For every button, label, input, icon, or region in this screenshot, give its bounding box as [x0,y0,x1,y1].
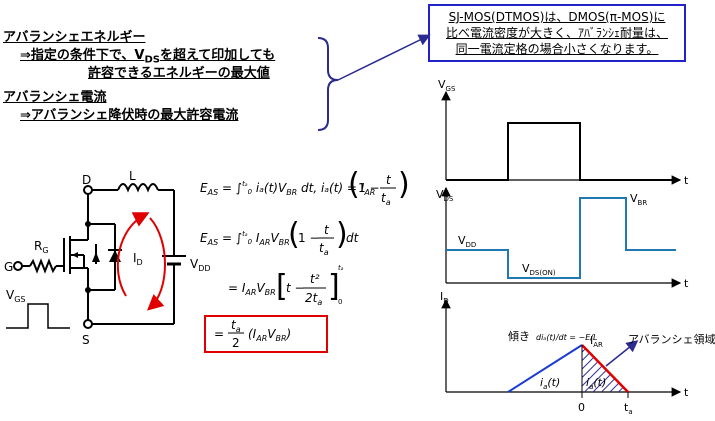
svg-text:): ) [336,217,348,252]
vgs-pulse [446,122,676,181]
avalanche-current-line: ⇒アバランシェ降伏時の最大許容電流 [20,108,239,123]
vbr-label: VBR [630,192,647,207]
source-label: S [82,333,90,347]
ta-label: ta [624,401,633,416]
svg-text:(: ( [288,217,300,252]
svg-text:2ta: 2ta [305,291,322,307]
junction-bottom [85,287,91,293]
zero-label: 0 [578,401,585,414]
svg-text:t: t [324,223,330,237]
svg-text:): ) [398,167,410,202]
svg-text:1 −: 1 − [298,231,320,245]
drain-label: D [82,173,91,187]
avalanche-region-label: アバランシェ領域 [628,332,715,346]
junction-top [85,221,91,227]
note-arrow [337,34,431,81]
t-label-2: t [684,277,689,290]
iar-label: IAR [590,334,603,349]
brace [317,37,339,131]
drain-terminal [83,185,93,195]
svg-text:2: 2 [232,336,240,350]
svg-text:dt: dt [346,231,360,245]
id-current-arrow [147,217,166,311]
svg-text:=: = [214,327,224,341]
id-axes [441,298,682,397]
svg-text:tₐ: tₐ [338,264,344,272]
vgs-axes [441,90,682,185]
formula-3: = IARVBR [ t − t² 2ta ] tₐ 0 [228,264,344,307]
avalanche-arrow [605,340,639,367]
vgs-axis-label: VGS [438,78,456,93]
avalanche-energy-line2: 許容できるエネルギーの最大値 [88,66,270,81]
svg-text:t²: t² [310,272,320,286]
vdd-wave-label: VDD [458,234,476,249]
vgs-circuit-label: VGS [6,288,26,304]
ia-label-region: ia(t) [586,376,606,391]
vds-axes [441,186,682,288]
id-ramp [507,344,583,393]
gate-label: G [4,260,13,274]
avalanche-energy-title: アバランシェエネルギー [3,30,146,45]
note-line-2: 比べ電流密度が大きく、ｱﾊﾞﾗﾝｼｪ耐量は、 [445,26,668,40]
note-line-3: 同一電流定格の場合小さくなります。 [455,42,659,56]
result-formula-box [204,315,328,353]
vds-waveform [446,197,676,279]
formula-2: EAS = ∫tₐ0 IARVBR ( 1 − t ta ) dt [200,217,360,257]
svg-text:1 −: 1 − [358,181,380,195]
svg-text:t: t [386,173,392,187]
slope-formula: diₐ(t)/dt = −E/L [536,333,597,342]
ia-label: ia(t) [540,376,560,391]
mosfet-arrow-icon [72,252,78,258]
id-fall [581,344,629,393]
vds-axis-label: VDS [436,188,454,203]
note-box: SJ-MOS(DTMOS)は、DMOS(π-MOS)に 比べ電流密度が大きく、ｱ… [428,4,686,62]
avalanche-energy-line1: ⇒指定の条件下で、VDSを超えて印加しても [20,48,276,66]
svg-text:ta: ta [231,318,241,334]
t-label-1: t [684,174,689,187]
id-axis-label: ID [440,290,449,305]
svg-text:0: 0 [338,298,342,306]
slope-label: 傾き [508,329,530,343]
svg-text:]: ] [328,269,340,304]
source-terminal [83,319,93,329]
svg-text:= IARVBR: = IARVBR [228,281,276,297]
id-label: ID [133,251,143,267]
vdson-label: VDS(ON) [522,262,556,277]
svg-text:ta: ta [381,191,391,207]
body-diode-icon [92,252,100,262]
svg-text:ta: ta [319,241,329,257]
formula-1: EAS = ∫tₐ0 iₐ(t)VBR dt, iₐ(t) = IAR ( 1 … [200,167,410,207]
vdd-label: VDD [190,257,211,273]
resistor-label: RG [34,239,49,255]
gate-terminal [13,261,23,271]
inductor-label: L [129,169,136,183]
svg-text:(: ( [348,167,360,202]
svg-text:[: [ [276,269,288,304]
svg-text:EAS = ∫tₐ0 iₐ(t)VBR dt, iₐ(t): EAS = ∫tₐ0 iₐ(t)VBR dt, iₐ(t) = IAR [200,180,375,197]
svg-text:t −: t − [286,281,305,295]
avalanche-current-title: アバランシェ電流 [3,90,107,105]
svg-text:EAS = ∫tₐ0 IARVBR: EAS = ∫tₐ0 IARVBR [200,230,290,247]
note-line-1: SJ-MOS(DTMOS)は、DMOS(π-MOS)に [448,10,666,24]
t-label-3: t [684,386,689,399]
